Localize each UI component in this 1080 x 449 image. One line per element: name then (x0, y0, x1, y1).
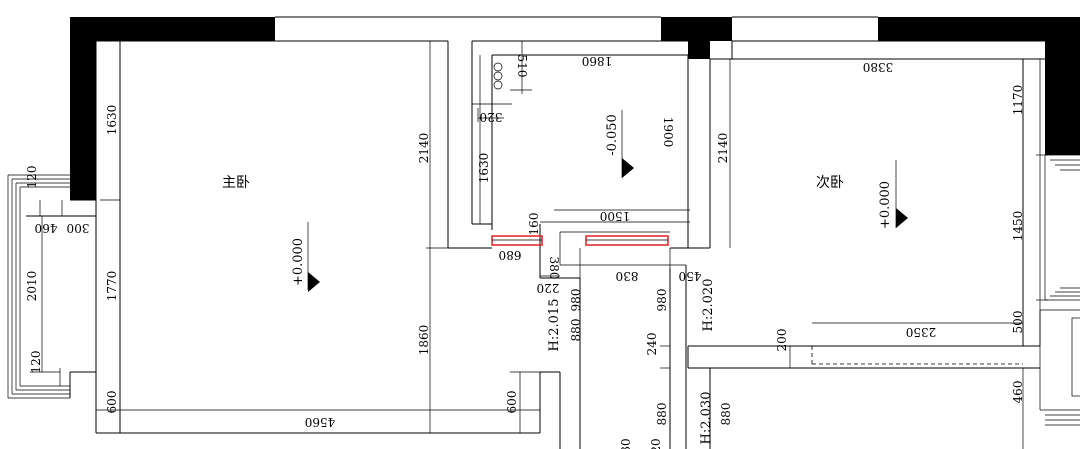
dim-120-b: 120 (29, 351, 43, 374)
dim-830: 830 (616, 269, 639, 283)
dim-510: 510 (515, 55, 529, 78)
dim-880-b: 880 (655, 403, 669, 426)
dim-680: 680 (499, 248, 522, 262)
dim-1450: 1450 (1011, 211, 1025, 242)
dim-1630-left: 1630 (105, 105, 119, 136)
dim-1630-mid: 1630 (477, 153, 491, 184)
door-height-bottom: H:2.030 (699, 392, 714, 445)
dim-160: 160 (527, 213, 541, 236)
dim-4560: 4560 (305, 415, 336, 429)
dim-1770: 1770 (105, 271, 119, 302)
elevation-bath: -0.050 (605, 114, 620, 156)
dim-220: 220 (537, 281, 560, 295)
dim-600-a: 600 (105, 391, 119, 414)
dim-450: 450 (679, 269, 702, 283)
dim-200: 200 (775, 329, 789, 352)
dim-500: 500 (1011, 311, 1025, 334)
dim-490: 490 (1073, 77, 1080, 100)
dim-240: 240 (645, 333, 659, 356)
dim-2350: 2350 (906, 325, 937, 339)
wall-top-mid-stub (688, 41, 710, 59)
dim-980-a: 980 (569, 289, 583, 312)
dim-2010: 2010 (25, 271, 39, 302)
door-height-left: H:2.015 (547, 299, 562, 352)
dim-30: 30 (619, 438, 633, 449)
dim-600-b: 600 (505, 391, 519, 414)
elevation-marker-master (308, 272, 320, 292)
wall-top-left (70, 17, 275, 41)
elevation-marker-second (896, 208, 908, 228)
dim-20: 20 (649, 438, 663, 449)
door-height-mid: H:2.020 (701, 279, 716, 332)
dim-2140-b: 2140 (716, 133, 730, 164)
wall-right (1045, 17, 1080, 155)
dim-880-a: 880 (569, 319, 583, 342)
dim-300: 300 (67, 221, 90, 235)
dim-320: 320 (480, 110, 503, 124)
elevation-marker-bath (622, 158, 634, 178)
room-label-master: 主卧 (222, 175, 250, 191)
elevation-master: +0.000 (291, 238, 306, 286)
dim-3380: 3380 (863, 60, 894, 74)
dim-460-b: 460 (1011, 381, 1025, 404)
dim-2140-a: 2140 (417, 133, 431, 164)
dim-1170: 1170 (1011, 85, 1025, 116)
dim-980-b: 980 (655, 289, 669, 312)
dim-1900: 1900 (661, 117, 675, 148)
elevation-second: +0.000 (878, 181, 893, 229)
dim-380: 380 (547, 257, 561, 280)
dim-1860-top: 1860 (582, 54, 613, 68)
door-panel-left (491, 235, 543, 246)
door-panel-right (585, 235, 669, 246)
dim-1500: 1500 (600, 209, 631, 223)
dim-1860: 1860 (417, 325, 431, 356)
dim-880-c: 880 (719, 403, 733, 426)
dim-460-a: 460 (35, 221, 58, 235)
dim-120-a: 120 (25, 166, 39, 189)
wall-left (70, 17, 96, 200)
room-label-second: 次卧 (816, 175, 844, 191)
wall-top-mid (661, 17, 732, 41)
